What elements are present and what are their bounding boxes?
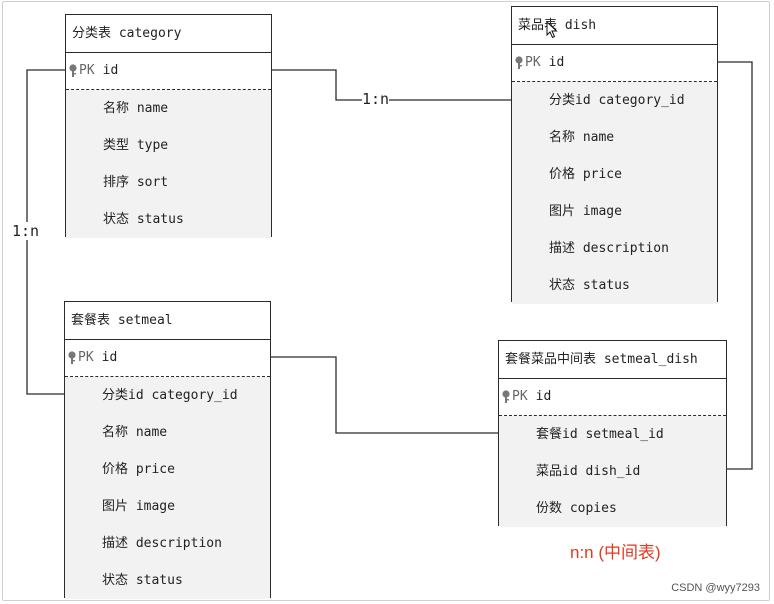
field-row: 分类id category_id [102, 388, 238, 403]
mouse-cursor-icon [546, 21, 558, 39]
field-list: 套餐id setmeal_id 菜品id dish_id 份数 copies [499, 416, 726, 527]
field-row: 名称 name [102, 425, 168, 440]
pk-name: id [101, 350, 118, 365]
entity-category: 分类表 category PK id 名称 name 类型 type 排序 so… [65, 14, 272, 238]
field-row: 描述 description [102, 536, 222, 551]
pk-name: id [102, 63, 119, 78]
relation-label-nn: n:n (中间表) [570, 543, 661, 562]
pk-tag: PK [79, 63, 95, 78]
connector-setmeal-setmeal-dish [271, 356, 498, 434]
field-row: 分类id category_id [549, 93, 685, 108]
entity-title: 菜品表 dish [512, 7, 717, 45]
field-row: 图片 image [102, 499, 175, 514]
key-icon [515, 56, 523, 69]
field-row: 描述 description [549, 241, 669, 256]
pk-tag: PK [78, 350, 94, 365]
entity-dish: 菜品表 dish PK id 分类id category_id 名称 name … [511, 6, 718, 304]
field-row: 名称 name [549, 130, 615, 145]
relation-label-category-setmeal: 1:n [12, 222, 40, 240]
field-row: 排序 sort [103, 175, 169, 190]
field-row: 状态 status [102, 573, 183, 588]
relation-label-category-dish: 1:n [362, 90, 390, 108]
key-icon [502, 390, 510, 403]
key-icon [69, 64, 77, 77]
entity-title: 套餐表 setmeal [65, 302, 270, 340]
field-row: 份数 copies [536, 501, 617, 516]
field-row: 状态 status [549, 278, 630, 293]
field-row: 状态 status [103, 212, 184, 227]
field-row: 价格 price [102, 462, 175, 477]
primary-key-row: PK id [512, 45, 717, 82]
primary-key-row: PK id [499, 379, 726, 416]
field-row: 套餐id setmeal_id [536, 427, 664, 442]
field-row: 名称 name [103, 101, 169, 116]
connector-category-dish [272, 69, 511, 101]
pk-tag: PK [512, 389, 528, 404]
pk-tag: PK [525, 55, 541, 70]
key-icon [68, 351, 76, 364]
entity-title: 套餐菜品中间表 setmeal_dish [499, 341, 726, 379]
pk-name: id [535, 389, 552, 404]
field-list: 分类id category_id 名称 name 价格 price 图片 ima… [65, 377, 270, 599]
connector-dish-setmeal-dish [718, 61, 753, 470]
field-row: 图片 image [549, 204, 622, 219]
entity-setmeal: 套餐表 setmeal PK id 分类id category_id 名称 na… [64, 301, 271, 599]
field-list: 分类id category_id 名称 name 价格 price 图片 ima… [512, 82, 717, 304]
primary-key-row: PK id [66, 53, 271, 90]
field-list: 名称 name 类型 type 排序 sort 状态 status [66, 90, 271, 238]
pk-name: id [548, 55, 565, 70]
entity-title: 分类表 category [66, 15, 271, 53]
field-row: 价格 price [549, 167, 622, 182]
primary-key-row: PK id [65, 340, 270, 377]
entity-setmeal-dish: 套餐菜品中间表 setmeal_dish PK id 套餐id setmeal_… [498, 340, 727, 527]
watermark: CSDN @wyy7293 [671, 582, 760, 594]
field-row: 类型 type [103, 138, 169, 153]
field-row: 菜品id dish_id [536, 464, 641, 479]
